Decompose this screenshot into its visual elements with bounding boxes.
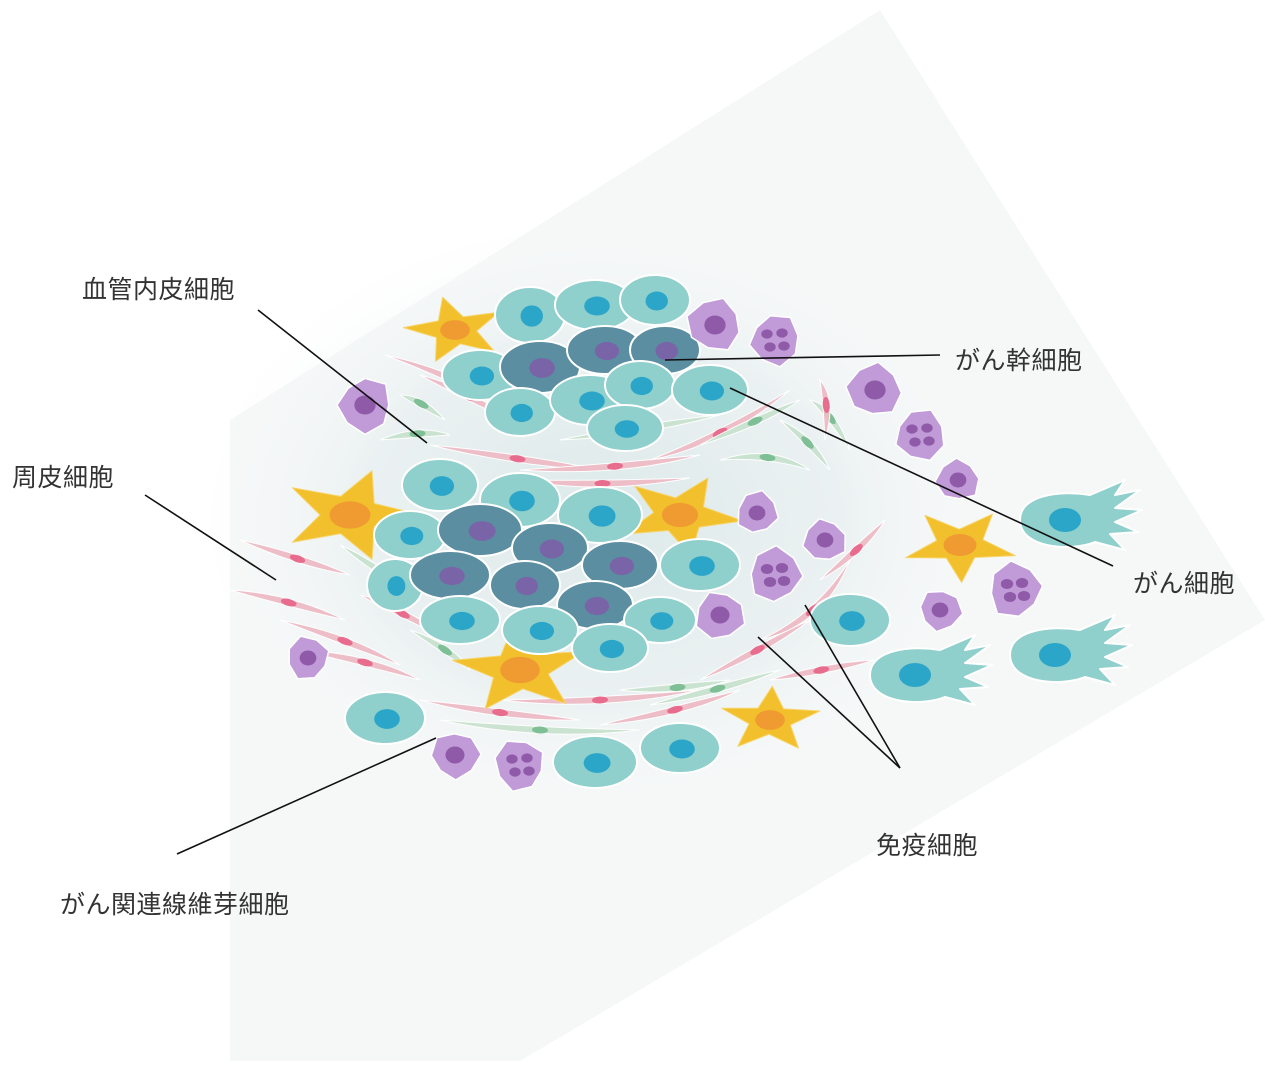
cancer-cell — [502, 606, 578, 654]
label-cancer: がん細胞 — [1133, 564, 1235, 600]
cancer-cell — [605, 361, 675, 409]
cancer-cell — [672, 365, 748, 415]
cancer-cell — [640, 723, 720, 773]
cancer-stem-cell — [438, 504, 522, 556]
label-cancer-stem: がん幹細胞 — [955, 341, 1083, 377]
cancer-stem-cell — [490, 561, 560, 609]
cancer-cell — [420, 596, 500, 644]
cancer-cell — [572, 624, 648, 672]
cancer-cell — [485, 388, 555, 436]
label-immune: 免疫細胞 — [876, 826, 978, 862]
cancer-cell — [810, 594, 890, 646]
cancer-cell — [495, 287, 565, 343]
cancer-cell — [587, 405, 663, 451]
label-caf: がん関連線維芽細胞 — [60, 885, 290, 921]
label-endothelial: 血管内皮細胞 — [82, 270, 235, 306]
label-pericyte: 周皮細胞 — [12, 458, 114, 494]
cancer-cell — [660, 539, 740, 591]
cancer-cell — [345, 692, 425, 744]
cancer-cell — [402, 459, 478, 511]
cancer-cell — [553, 736, 637, 788]
cancer-stem-cell — [410, 551, 490, 599]
cancer-cell — [620, 275, 690, 325]
